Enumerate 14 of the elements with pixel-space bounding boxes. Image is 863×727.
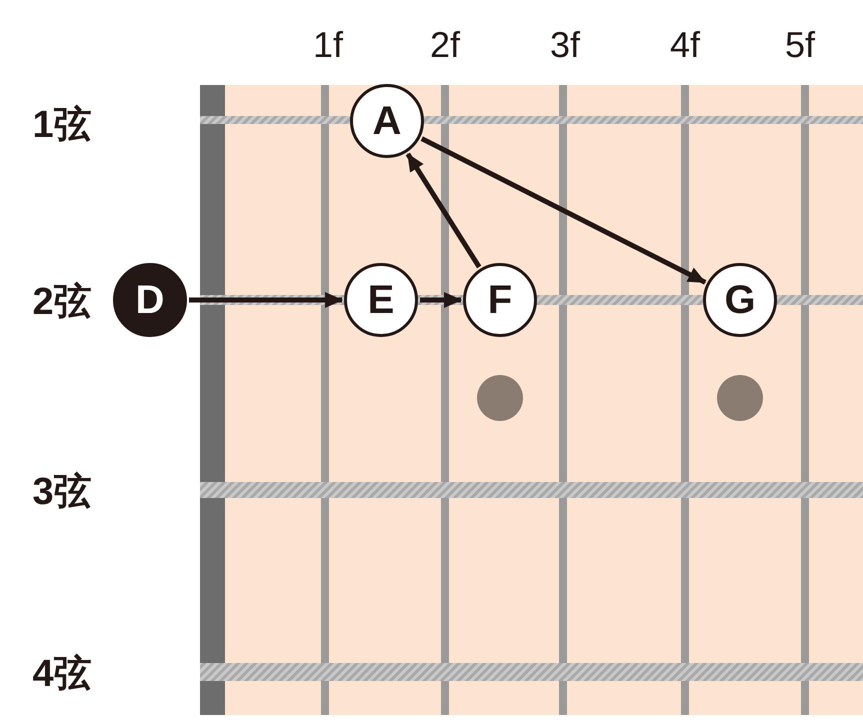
fret-number: 3f [550, 27, 580, 63]
string-label: 2弦 [32, 283, 92, 321]
fret-number: 1f [313, 27, 344, 63]
string-label: 3弦 [32, 473, 92, 511]
string-label: 1弦 [32, 106, 92, 144]
arrow [189, 292, 343, 308]
arrow [420, 136, 706, 285]
fret-number: 4f [670, 27, 700, 63]
arrow [406, 152, 482, 268]
arrow [420, 292, 462, 308]
fret-number: 5f [785, 27, 816, 63]
fret-number: 2f [430, 27, 460, 63]
root-note-circle: D [113, 263, 187, 337]
string-label: 4弦 [32, 655, 92, 693]
